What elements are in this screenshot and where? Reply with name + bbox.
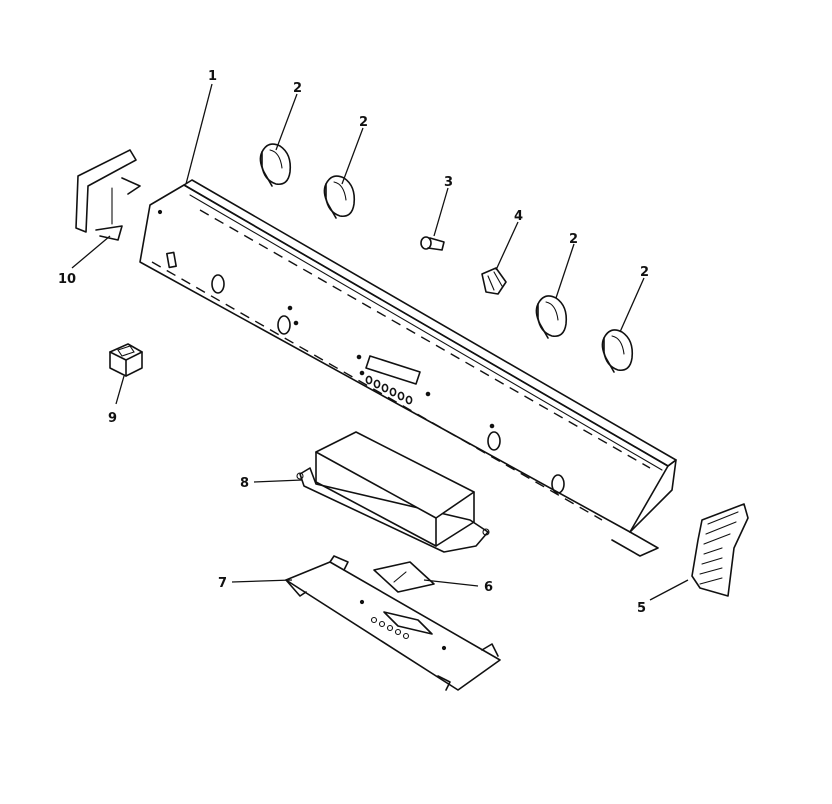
knob xyxy=(323,175,356,219)
label-plate xyxy=(691,503,749,597)
knob xyxy=(535,295,568,339)
callout-8: 8 xyxy=(240,476,249,491)
callout-1: 1 xyxy=(208,69,217,84)
callout-labels: 1 2 2 2 2 3 4 5 6 7 8 9 10 xyxy=(58,69,649,616)
callout-4: 4 xyxy=(514,209,523,224)
end-bracket xyxy=(75,149,141,241)
knob xyxy=(259,143,292,187)
knob xyxy=(601,329,634,373)
callout-6: 6 xyxy=(484,580,493,595)
membrane-overlay xyxy=(373,561,435,593)
electronic-module xyxy=(296,431,490,553)
callout-3: 3 xyxy=(444,175,453,190)
relay-switch xyxy=(109,343,143,377)
control-board xyxy=(285,555,501,691)
callout-5: 5 xyxy=(637,601,646,616)
callout-7: 7 xyxy=(218,576,227,591)
callout-2: 2 xyxy=(359,115,368,130)
callout-2: 2 xyxy=(293,81,302,96)
callout-2: 2 xyxy=(569,232,578,247)
callout-9: 9 xyxy=(108,411,117,426)
shaft-pin xyxy=(420,236,445,251)
callout-10: 10 xyxy=(58,272,76,287)
control-panel xyxy=(139,179,677,557)
selector-knob xyxy=(481,267,507,295)
callout-2: 2 xyxy=(640,265,649,280)
leader-lines xyxy=(71,83,689,601)
